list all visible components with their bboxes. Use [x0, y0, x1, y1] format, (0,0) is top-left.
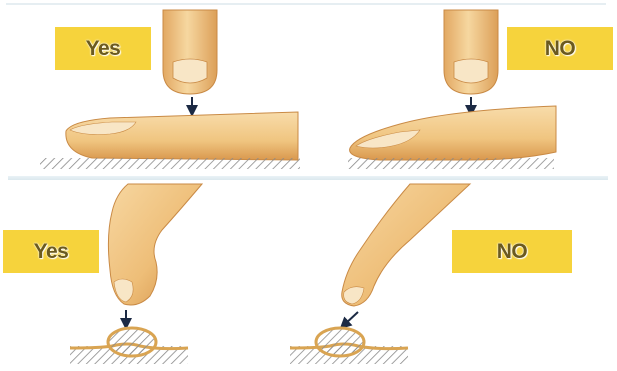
label-no-top: NO: [507, 27, 613, 70]
pressing-finger-icon: [163, 10, 217, 94]
bent-finger-icon: [342, 184, 470, 306]
flat-finger-icon: [350, 106, 556, 160]
panel-4-illustration: [290, 184, 470, 364]
vessel-icon: [290, 328, 408, 364]
label-yes-bottom: Yes: [3, 230, 99, 273]
pressing-finger-icon: [444, 10, 498, 94]
flat-finger-icon: [66, 112, 298, 160]
label-no-bottom: NO: [452, 230, 572, 273]
surface: [348, 158, 554, 169]
label-yes-top: Yes: [55, 27, 151, 70]
press-arrow: [344, 312, 358, 325]
bent-finger-icon: [108, 184, 202, 305]
vessel-icon: [70, 328, 188, 364]
surface: [40, 158, 300, 169]
panel-3-illustration: [70, 184, 202, 364]
